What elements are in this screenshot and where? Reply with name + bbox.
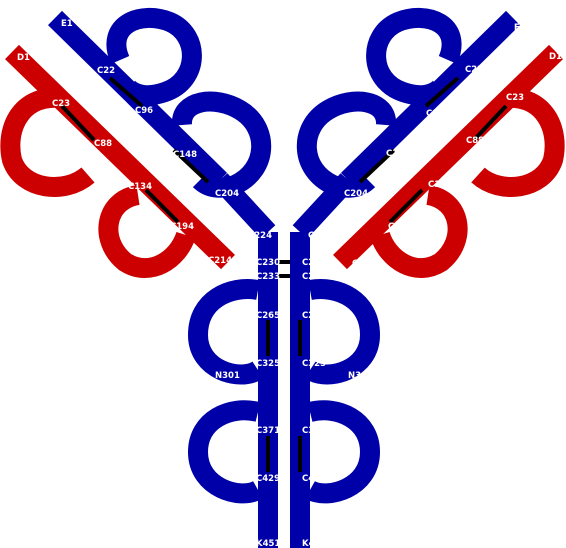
label-right-light-c194: C194 (388, 222, 412, 232)
label-left-heavy-n-term: E1 (61, 19, 73, 29)
label-right-heavy-c148: C148 (386, 149, 410, 159)
label-left-heavy-c429: C429 (256, 474, 280, 484)
label-left-heavy-c224: C224 (248, 231, 272, 241)
label-right-heavy-c224: C224 (308, 231, 332, 241)
label-left-heavy-c325: C325 (256, 359, 280, 369)
label-right-heavy-c230: C230 (302, 258, 326, 268)
label-right-light-c88: C88 (466, 136, 484, 146)
label-right-heavy-c233: C233 (302, 272, 326, 282)
label-left-light-n-term: D1 (17, 53, 30, 63)
label-left-heavy-c-term: K451 (256, 539, 280, 548)
label-left-light-c194: C194 (170, 222, 194, 232)
label-right-heavy-c265: C265 (302, 311, 326, 321)
label-left-heavy-c204: C204 (215, 189, 239, 199)
label-left-light-c88: C88 (94, 139, 112, 149)
label-left-heavy-c233: C233 (256, 272, 280, 282)
label-right-light-c23: C23 (506, 93, 524, 103)
label-right-heavy-n-term: E1 (514, 23, 526, 33)
label-left-light-c-term: C214 (208, 256, 232, 266)
label-left-heavy-c96: C96 (135, 106, 153, 116)
label-right-light-c-term: C214 (352, 259, 376, 269)
label-right-heavy-c22: C22 (465, 65, 483, 75)
label-left-heavy-n301: N301 (215, 371, 240, 381)
label-right-heavy-c325: C325 (302, 359, 326, 369)
heavy-chain-right (300, 18, 513, 548)
label-left-heavy-c148: C148 (173, 150, 197, 160)
label-right-heavy-c371: C371 (302, 426, 326, 436)
label-left-heavy-c230: C230 (256, 258, 280, 268)
label-right-light-n-term: D1 (549, 52, 562, 62)
label-left-light-c23: C23 (52, 99, 70, 109)
label-left-light-c134: C134 (128, 182, 152, 192)
label-right-heavy-c-term: K451 (302, 539, 326, 548)
label-left-heavy-c22: C22 (97, 66, 115, 76)
label-right-heavy-n301: N301 (348, 371, 373, 381)
label-right-light-c134: C134 (428, 180, 452, 190)
label-left-heavy-c265: C265 (256, 311, 280, 321)
label-right-heavy-c96: C96 (426, 109, 444, 119)
label-left-heavy-c371: C371 (256, 426, 280, 436)
label-right-heavy-c204: C204 (344, 189, 368, 199)
heavy-chain-left (55, 18, 268, 548)
label-right-heavy-c429: C429 (302, 474, 326, 484)
